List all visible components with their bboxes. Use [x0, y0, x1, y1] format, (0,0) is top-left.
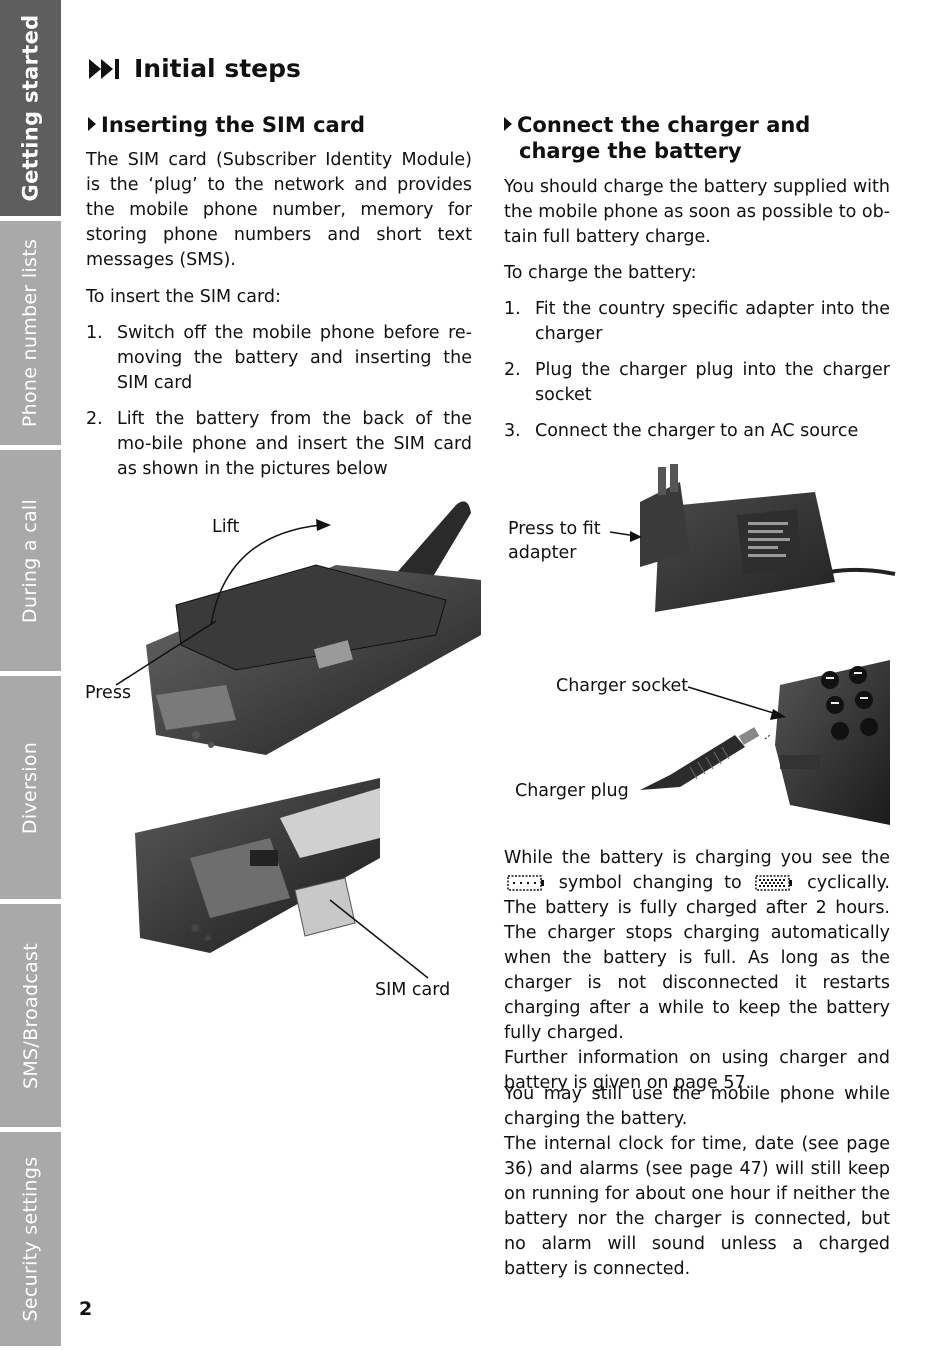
section-bullet-icon	[88, 117, 96, 131]
step-text: Switch off the mobile phone before re-mo…	[117, 323, 472, 393]
tab-phone-number-lists[interactable]: Phone number lists	[0, 221, 61, 445]
tab-sms-broadcast[interactable]: SMS/Broadcast	[0, 904, 61, 1127]
list-item: 2. Lift the battery from the back of the…	[86, 407, 472, 482]
charger-heading-line1: Connect the charger and	[517, 113, 811, 137]
sim-card-insert-illustration	[135, 778, 429, 979]
charging-text-a: While the battery is charging you see th…	[504, 848, 890, 868]
list-item: 2. Plug the charger plug into the charge…	[504, 358, 890, 408]
sim-heading-text: Inserting the SIM card	[101, 113, 366, 137]
step-number: 2.	[504, 360, 521, 380]
press-to-fit-label-line2: adapter	[508, 543, 577, 563]
page-title: Initial steps	[88, 54, 301, 83]
step-text: Fit the country specific adapter into th…	[535, 299, 890, 344]
battery-empty-icon	[507, 875, 544, 891]
step-number: 3.	[504, 421, 521, 441]
charger-plug-label: Charger plug	[515, 781, 629, 801]
clock-info-text: The internal clock for time, date (see p…	[504, 1134, 890, 1279]
tab-phone-number-lists-label: Phone number lists	[19, 238, 42, 428]
charging-text-c: cyclically. The battery is fully charged…	[504, 873, 890, 1043]
list-item: 1. Fit the country specific adapter into…	[504, 297, 890, 347]
page-number: 2	[79, 1298, 93, 1320]
tab-during-a-call-label: During a call	[19, 498, 42, 623]
sim-lead-text: To insert the SIM card:	[86, 287, 281, 307]
step-number: 2.	[86, 409, 103, 429]
tab-diversion-label: Diversion	[19, 741, 42, 834]
charger-adapter-illustration	[609, 464, 896, 612]
chapter-tabs: Getting started Phone number lists Durin…	[0, 0, 61, 1351]
still-use-text: You may still use the mobile phone while…	[504, 1084, 890, 1129]
tab-security-settings-label: Security settings	[19, 1156, 42, 1322]
section-bullet-icon	[504, 117, 512, 131]
press-label: Press	[85, 683, 132, 703]
sim-intro-paragraph: The SIM card (Subscriber Identity Module…	[86, 150, 472, 270]
fast-forward-icon	[89, 58, 119, 79]
charger-steps-list: 1. Fit the country specific adapter into…	[504, 297, 890, 444]
further-info-text: Further information on using charger and…	[504, 1048, 890, 1093]
tab-security-settings[interactable]: Security settings	[0, 1132, 61, 1346]
charger-heading-line2: charge the battery	[519, 139, 742, 163]
step-text: Lift the battery from the back of the mo…	[117, 409, 472, 479]
list-item: 3. Connect the charger to an AC source	[504, 419, 890, 444]
list-item: 1. Switch off the mobile phone before re…	[86, 321, 472, 396]
press-to-fit-label-line1: Press to fit	[508, 519, 601, 539]
step-text: Connect the charger to an AC source	[535, 421, 859, 441]
charging-status-paragraph: While the battery is charging you see th…	[504, 846, 890, 1096]
tab-diversion[interactable]: Diversion	[0, 676, 61, 899]
phone-battery-lift-illustration	[115, 501, 481, 755]
usage-while-charging-paragraph: You may still use the mobile phone while…	[504, 1082, 890, 1282]
sim-section-heading: Inserting the SIM card	[88, 112, 365, 138]
lift-label: Lift	[212, 517, 240, 537]
step-number: 1.	[86, 323, 103, 343]
charger-section-heading: Connect the charger and charge the batte…	[504, 112, 810, 164]
tab-during-a-call[interactable]: During a call	[0, 450, 61, 671]
charger-lead-text: To charge the battery:	[504, 263, 697, 283]
sim-steps-list: 1. Switch off the mobile phone before re…	[86, 321, 472, 482]
battery-full-icon	[755, 875, 793, 891]
step-number: 1.	[504, 299, 521, 319]
page-title-text: Initial steps	[134, 54, 301, 83]
step-text: Plug the charger plug into the charger s…	[535, 360, 890, 405]
tab-sms-broadcast-label: SMS/Broadcast	[19, 942, 42, 1089]
charger-plug-socket-illustration	[640, 660, 890, 825]
charger-socket-label: Charger socket	[556, 676, 689, 696]
sim-card-label: SIM card	[375, 980, 451, 1000]
tab-getting-started-label: Getting started	[18, 14, 43, 202]
charging-text-b: symbol changing to	[558, 873, 742, 893]
charger-intro-paragraph: You should charge the battery supplied w…	[504, 177, 890, 247]
tab-getting-started[interactable]: Getting started	[0, 0, 61, 216]
